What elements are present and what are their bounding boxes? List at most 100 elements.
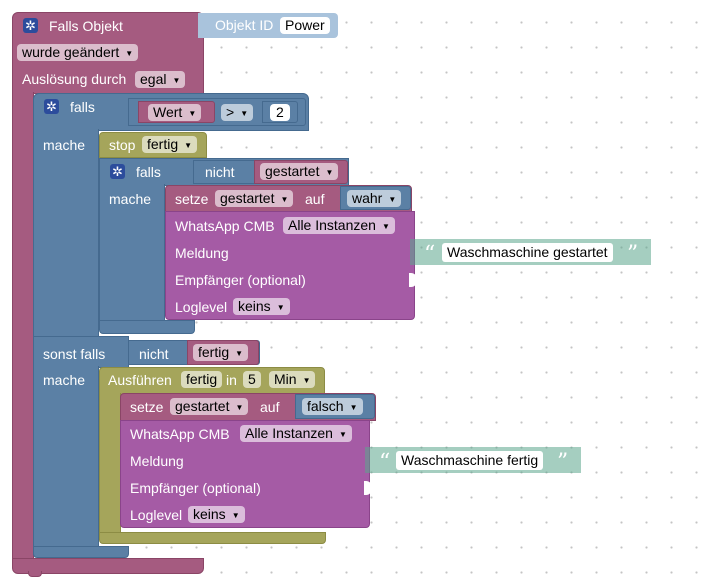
- close-quote-icon: ”: [627, 242, 639, 267]
- elseif-not-label: nicht: [139, 346, 169, 362]
- finished-var-dropdown[interactable]: fertig ▼: [193, 344, 249, 361]
- chevron-down-icon: ▼: [302, 376, 311, 385]
- inner-if-footer: [99, 320, 195, 334]
- started-var-dropdown[interactable]: gestartet ▼: [260, 163, 339, 180]
- if-block-body-2: [33, 366, 99, 548]
- whatsapp-label: WhatsApp CMB: [175, 218, 275, 234]
- chevron-down-icon: ▼: [280, 195, 289, 204]
- loglevel-dropdown-label-2: keins: [193, 506, 226, 522]
- stop-dropdown[interactable]: fertig ▼: [142, 136, 198, 153]
- amount-label: 5: [248, 371, 256, 387]
- trigger-block-body: [12, 92, 34, 560]
- to-label: auf: [305, 191, 325, 207]
- changed-dropdown-label: wurde geändert: [22, 44, 120, 60]
- trigger-block-footer: [12, 558, 204, 574]
- true-dropdown-label: wahr: [352, 190, 383, 206]
- trigger-dropdown[interactable]: egal ▼: [135, 71, 186, 88]
- changed-dropdown[interactable]: wurde geändert ▼: [17, 44, 139, 61]
- run-after-label: Ausführen: [108, 372, 172, 388]
- elseif-label: sonst falls: [43, 346, 106, 362]
- in-label: in: [226, 372, 237, 388]
- chevron-down-icon: ▼: [235, 403, 244, 412]
- input-socket: [409, 273, 417, 287]
- chevron-down-icon: ▼: [231, 511, 240, 520]
- unit-dropdown[interactable]: Min ▼: [269, 371, 316, 388]
- stop-dropdown-label: fertig: [147, 136, 179, 152]
- true-dropdown[interactable]: wahr ▼: [347, 190, 402, 207]
- run-after-body: [99, 393, 121, 534]
- not-label: nicht: [205, 164, 235, 180]
- loglevel-label-2: Loglevel: [130, 507, 183, 523]
- open-quote-icon: “: [424, 242, 436, 267]
- trigger-block-bottom-tab: [28, 571, 42, 577]
- chevron-down-icon: ▼: [172, 76, 181, 85]
- set-stopped-label: setze: [130, 399, 164, 415]
- chevron-down-icon: ▼: [381, 222, 390, 231]
- instances-dropdown[interactable]: Alle Instanzen ▼: [283, 217, 395, 234]
- recipient-label: Empfänger (optional): [175, 272, 306, 288]
- chevron-down-icon: ▼: [184, 141, 193, 150]
- message-label-2: Meldung: [130, 453, 184, 469]
- started-var-label: gestartet: [265, 163, 320, 179]
- if-label: falls: [70, 99, 95, 115]
- chevron-down-icon: ▼: [349, 403, 358, 412]
- chevron-down-icon: ▼: [240, 109, 249, 118]
- trigger-by-label: Auslösung durch: [22, 71, 127, 87]
- if-block-footer: [33, 546, 129, 558]
- instances-dropdown-label: Alle Instanzen: [288, 217, 376, 233]
- do-label: mache: [43, 137, 86, 153]
- chevron-down-icon: ▼: [338, 430, 347, 439]
- unit-dropdown-label: Min: [274, 371, 297, 387]
- instances-dropdown-2[interactable]: Alle Instanzen ▼: [240, 425, 352, 442]
- set-started-var-dropdown[interactable]: gestartet ▼: [215, 190, 294, 207]
- open-quote-icon: “: [379, 450, 391, 475]
- chevron-down-icon: ▼: [188, 109, 197, 118]
- message-text-1[interactable]: Waschmaschine gestartet: [442, 243, 613, 262]
- trigger-dropdown-label: egal: [140, 71, 167, 87]
- inner-do-label: mache: [109, 191, 152, 207]
- false-dropdown[interactable]: falsch ▼: [302, 398, 363, 415]
- number-field[interactable]: 2: [270, 104, 290, 121]
- set-label: setze: [175, 191, 209, 207]
- to-label-2: auf: [260, 399, 280, 415]
- gear-icon[interactable]: ✲: [23, 18, 38, 33]
- message-label: Meldung: [175, 245, 229, 261]
- message-text-2[interactable]: Waschmaschine fertig: [396, 451, 544, 470]
- chevron-down-icon: ▼: [388, 195, 397, 204]
- trigger-title: Falls Objekt: [49, 18, 123, 34]
- object-id-label: Objekt ID: [215, 17, 274, 33]
- inner-if-body: [99, 184, 165, 322]
- input-socket-2: [364, 481, 372, 495]
- loglevel-dropdown-label: keins: [238, 298, 271, 314]
- false-dropdown-label: falsch: [307, 398, 344, 414]
- value-dropdown-label: Wert: [153, 104, 183, 120]
- if-block-body: [33, 129, 99, 337]
- gear-icon[interactable]: ✲: [110, 164, 125, 179]
- chevron-down-icon: ▼: [276, 303, 285, 312]
- operator-dropdown[interactable]: >▼: [221, 104, 254, 121]
- chevron-down-icon: ▼: [325, 168, 334, 177]
- set-stopped-var-dropdown[interactable]: gestartet ▼: [170, 398, 249, 415]
- recipient-label-2: Empfänger (optional): [130, 480, 261, 496]
- run-after-footer: [99, 532, 326, 544]
- finished-var-label: fertig: [198, 344, 230, 360]
- loglevel-dropdown-2[interactable]: keins ▼: [188, 506, 245, 523]
- operator-dropdown-label: >: [226, 104, 235, 120]
- inner-if-label: falls: [136, 164, 161, 180]
- instances-dropdown-label-2: Alle Instanzen: [245, 425, 333, 441]
- stop-label: stop: [109, 137, 136, 153]
- value-dropdown[interactable]: Wert ▼: [148, 104, 202, 121]
- chevron-down-icon: ▼: [125, 49, 134, 58]
- whatsapp-label-2: WhatsApp CMB: [130, 426, 230, 442]
- gear-icon[interactable]: ✲: [44, 99, 59, 114]
- amount-field[interactable]: 5: [243, 371, 261, 388]
- elseif-do-label: mache: [43, 372, 86, 388]
- object-id-field[interactable]: Power: [280, 17, 330, 34]
- loglevel-dropdown[interactable]: keins ▼: [233, 298, 290, 315]
- set-started-var-label: gestartet: [220, 190, 275, 206]
- run-var-field[interactable]: fertig: [181, 371, 223, 388]
- chevron-down-icon: ▼: [235, 349, 244, 358]
- loglevel-label: Loglevel: [175, 299, 228, 315]
- run-var-label: fertig: [186, 371, 218, 387]
- set-stopped-var-label: gestartet: [175, 398, 230, 414]
